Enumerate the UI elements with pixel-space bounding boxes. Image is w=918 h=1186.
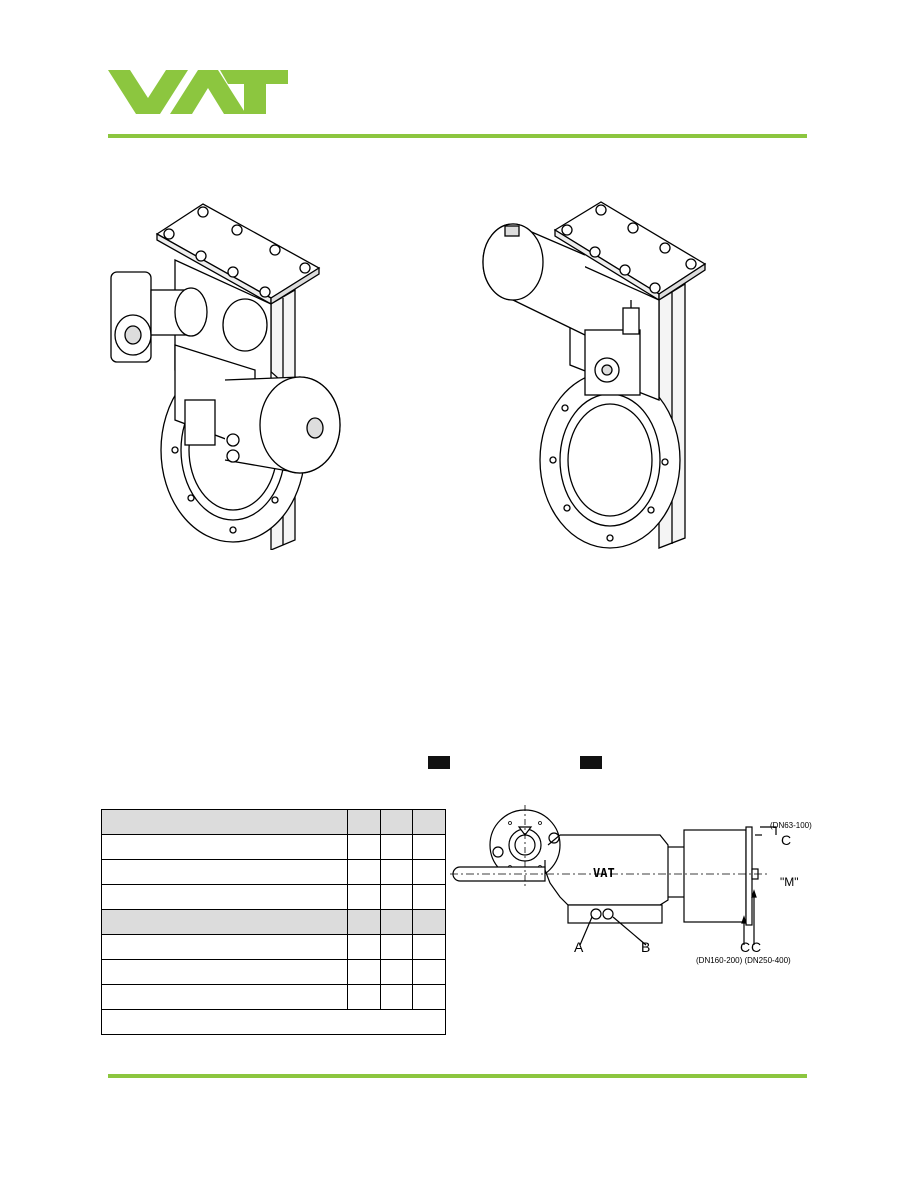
- table-cell: [412, 909, 446, 935]
- callout-c-bottom-2: C: [751, 939, 762, 955]
- table-cell: [347, 834, 381, 860]
- table-cell: [100, 809, 349, 835]
- table-cell: [347, 934, 381, 960]
- table-row: [100, 934, 446, 960]
- table-cell: [347, 884, 381, 910]
- table-cell: [412, 884, 446, 910]
- callout-c-top: C: [781, 832, 792, 848]
- table-cell: [379, 884, 414, 910]
- table-cell: [379, 909, 414, 935]
- table-cell: [379, 834, 414, 860]
- table-row: [100, 834, 446, 860]
- vat-logo-icon: [108, 70, 288, 114]
- vat-logo: [108, 70, 288, 114]
- table-cell: [100, 934, 349, 960]
- top-rule: [108, 134, 807, 138]
- table-cell: [379, 809, 414, 835]
- table-cell: [412, 859, 446, 885]
- table-cell: [347, 809, 381, 835]
- table-cell: [379, 859, 414, 885]
- table-cell: [347, 984, 381, 1010]
- callout-c-bottom-1: C: [740, 939, 751, 955]
- black-marker-2: [580, 756, 602, 769]
- table-cell: [379, 934, 414, 960]
- table-cell: [412, 959, 446, 985]
- table-row: [100, 909, 446, 935]
- table-cell: [379, 984, 414, 1010]
- spec-table: [100, 809, 446, 1035]
- table-row: [100, 859, 446, 885]
- table-cell: [347, 859, 381, 885]
- table-cell: [100, 884, 349, 910]
- callout-c-top-note: (DN63-100): [770, 821, 812, 830]
- table-row: [100, 984, 446, 1010]
- callout-a: A: [574, 939, 584, 955]
- valve-figure-right: [475, 200, 715, 550]
- table-cell: [347, 959, 381, 985]
- table-row: [100, 884, 446, 910]
- table-cell: [100, 909, 349, 935]
- callout-c-bottom-note: (DN160-200) (DN250-400): [696, 956, 791, 965]
- table-cell: [412, 984, 446, 1010]
- table-row: [100, 959, 446, 985]
- black-marker-1: [428, 756, 450, 769]
- table-cell: [100, 859, 349, 885]
- table-cell: [100, 984, 349, 1010]
- callout-m: "M": [780, 875, 799, 889]
- table-footer-row: [101, 1009, 446, 1035]
- valve-figure-left: [105, 200, 350, 551]
- table-cell: [412, 934, 446, 960]
- table-cell: [100, 834, 349, 860]
- bottom-rule: [108, 1074, 807, 1078]
- table-cell: [347, 909, 381, 935]
- body-logo: VAT: [593, 866, 615, 880]
- table-cell: [379, 959, 414, 985]
- table-cell: [412, 834, 446, 860]
- callout-b: B: [641, 939, 651, 955]
- table-row: [100, 809, 446, 835]
- table-cell: [100, 959, 349, 985]
- side-view-drawing: VAT (DN63-100) C "M" A B C C (DN160-200)…: [450, 805, 820, 975]
- table-footer: [101, 1009, 446, 1035]
- table-cell: [412, 809, 446, 835]
